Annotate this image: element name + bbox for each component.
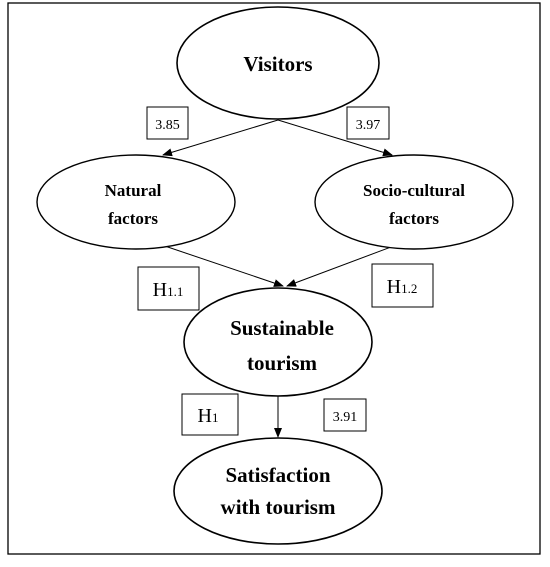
hypothesis-box-h12-text: H1.2 <box>387 276 418 298</box>
edge-natural-sustainable <box>149 240 284 287</box>
hypothesis-box-h1-text: H1 <box>198 405 219 427</box>
edge-visitors-socio <box>277 119 393 157</box>
hypothesis-box-h11-text: H1.1 <box>153 279 184 301</box>
node-socio-label-line1: Socio-cultural <box>363 181 465 200</box>
node-satisfaction-label-line2: with tourism <box>221 495 336 519</box>
value-box-visitors-socio: 3.97 <box>346 106 390 140</box>
node-visitors-label: Visitors <box>243 52 312 76</box>
value-box-visitors-natural-text: 3.85 <box>155 118 180 133</box>
value-box-visitors-natural: 3.85 <box>146 106 189 140</box>
value-box-sustainable-satisfaction: 3.91 <box>323 398 367 432</box>
node-socio-cultural-factors: Socio-cultural factors <box>314 154 514 250</box>
hypothesis-h12-sub: 1.2 <box>401 281 417 296</box>
hypothesis-h11-main: H <box>153 279 167 301</box>
node-natural-label-line2: factors <box>108 209 158 228</box>
node-natural-label-line1: Natural <box>105 181 162 200</box>
outer-frame <box>7 2 541 555</box>
value-box-visitors-socio-text: 3.97 <box>356 118 381 133</box>
hypothesis-h1-main: H <box>198 405 212 427</box>
edge-visitors-natural <box>162 119 279 157</box>
hypothesis-h12-main: H <box>387 276 401 298</box>
node-satisfaction-label-line1: Satisfaction <box>226 463 331 487</box>
node-socio-label-line2: factors <box>389 209 439 228</box>
edge-socio-sustainable <box>286 240 408 287</box>
hypothesis-box-h1: H1 <box>181 393 239 436</box>
node-sustainable-tourism: Sustainable tourism <box>183 287 373 397</box>
node-natural-factors: Natural factors <box>36 154 236 250</box>
node-sustainable-label-line2: tourism <box>247 351 318 375</box>
value-box-sustainable-satisfaction-text: 3.91 <box>333 410 358 425</box>
node-satisfaction-with-tourism: Satisfaction with tourism <box>173 437 383 545</box>
hypothesis-h1-sub: 1 <box>212 410 219 425</box>
node-sustainable-label-line1: Sustainable <box>230 316 334 340</box>
hypothesis-box-h12: H1.2 <box>371 263 434 308</box>
node-visitors: Visitors <box>176 6 380 120</box>
hypothesis-h11-sub: 1.1 <box>167 284 183 299</box>
hypothesis-box-h11: H1.1 <box>137 266 200 311</box>
